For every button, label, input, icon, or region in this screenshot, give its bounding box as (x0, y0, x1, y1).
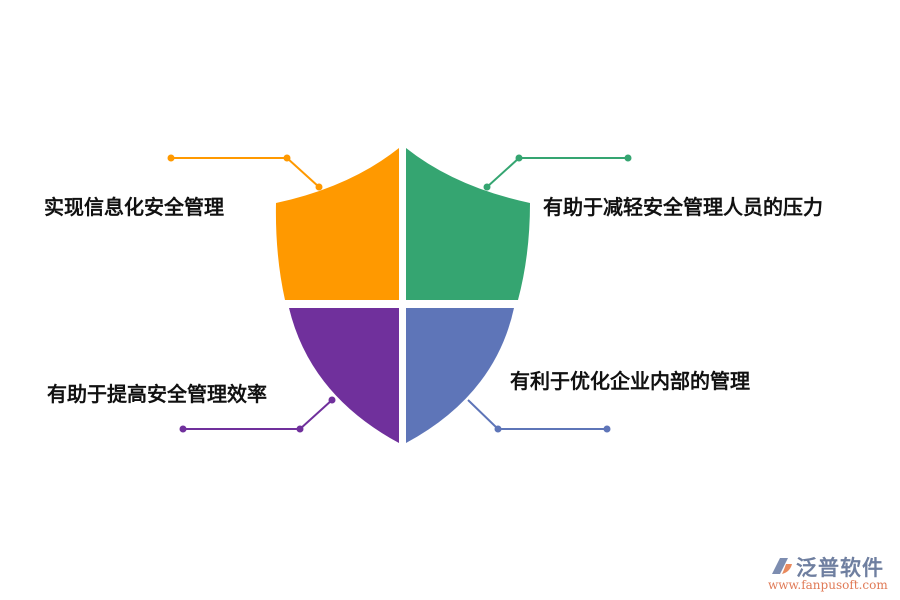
shield-quadrant-top-left (275, 148, 399, 300)
label-top-left: 实现信息化安全管理 (44, 195, 224, 219)
label-bottom-left: 有助于提高安全管理效率 (47, 382, 267, 406)
connector-bottom-right (467, 399, 611, 433)
logo-name: 泛普软件 (796, 556, 884, 580)
shield-quadrant-top-right (406, 148, 530, 300)
logo-url: www.fanpusoft.com (768, 578, 888, 592)
connector-top-left (167, 154, 323, 191)
shield-quadrant-bottom-left (289, 308, 399, 443)
connector-bottom-left (179, 396, 336, 433)
shield-quadrant-bottom-right (406, 308, 514, 443)
label-top-right: 有助于减轻安全管理人员的压力 (543, 195, 823, 219)
brand-logo: 泛普软件 www.fanpusoft.com (768, 552, 893, 596)
logo-icon (772, 558, 792, 574)
label-bottom-right: 有利于优化企业内部的管理 (510, 369, 750, 393)
connector-top-right (483, 154, 632, 191)
